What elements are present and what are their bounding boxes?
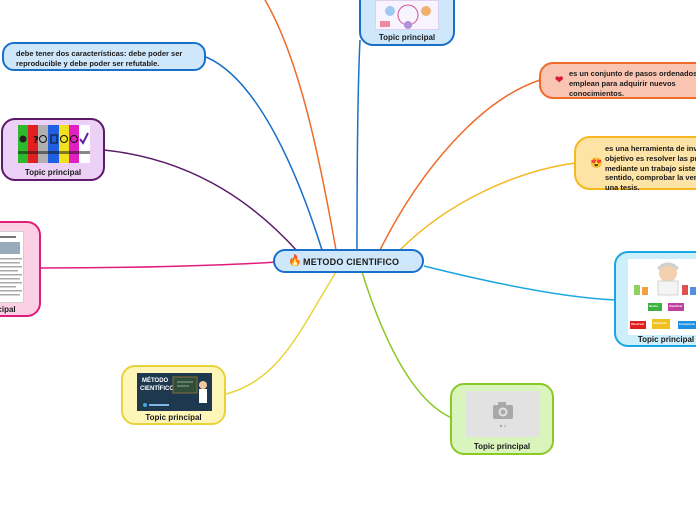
connector-top-orange xyxy=(264,0,337,251)
connector-characteristics xyxy=(205,56,323,251)
fire-hand-emoji: 🔥 xyxy=(288,255,302,267)
connector-steps xyxy=(379,79,541,251)
topic-scientist[interactable]: Hecho Clasificar Observar Hipótesis Comu… xyxy=(614,251,696,347)
scientist-step-3: Observar xyxy=(631,322,645,326)
scientist-step-2: Clasificar xyxy=(669,304,683,308)
board-title-line2: CIENTÍFICO xyxy=(140,386,174,392)
topic-doc-image xyxy=(0,231,24,303)
topic-photo[interactable]: Topic principal xyxy=(450,383,554,455)
heart-icon: ❤ xyxy=(555,75,564,86)
topic-colors-label: Topic principal xyxy=(24,168,82,177)
central-node[interactable]: 🔥 METODO CIENTIFICO xyxy=(273,249,424,273)
central-label: METODO CIENTIFICO xyxy=(303,257,400,267)
topic-doc-label: Topic principal xyxy=(0,305,16,314)
board-title-line1: MÉTODO xyxy=(142,378,169,384)
topic-board-image: MÉTODO CIENTÍFICO xyxy=(137,373,212,411)
camera-placeholder-icon xyxy=(493,402,513,428)
scientist-steps-icon xyxy=(630,262,696,329)
cycle-diagram-icon xyxy=(380,4,431,29)
chalkboard-scientist-icon xyxy=(143,376,207,407)
connector-scientist xyxy=(423,265,619,301)
color-bars-icon: ? xyxy=(18,125,90,163)
definition-steps-node[interactable]: ❤ es un conjunto de pasos ordenados que … xyxy=(539,62,696,99)
topic-board[interactable]: MÉTODO CIENTÍFICO Topic principal xyxy=(121,365,226,425)
topic-photo-image xyxy=(466,391,540,437)
topic-doc[interactable]: Topic principal xyxy=(0,221,41,317)
scientist-step-4: Hipótesis xyxy=(653,321,667,325)
topic-top[interactable]: Topic principal xyxy=(359,0,455,46)
connector-top-blue xyxy=(356,39,361,251)
connector-doc xyxy=(39,261,277,269)
topic-colors-image: ? xyxy=(18,125,90,163)
topic-top-label: Topic principal xyxy=(378,33,436,42)
connector-colors xyxy=(103,149,299,253)
connector-board xyxy=(225,271,337,395)
characteristics-node[interactable]: debe tener dos características: debe pod… xyxy=(2,42,206,71)
topic-colors[interactable]: ? Topic principal xyxy=(1,118,105,181)
document-icon xyxy=(0,236,22,296)
topic-photo-label: Topic principal xyxy=(473,442,531,451)
characteristics-text: debe tener dos características: debe pod… xyxy=(16,49,183,68)
topic-scientist-label: Topic principal xyxy=(637,335,695,344)
connector-photo xyxy=(361,271,453,419)
heart-eyes-emoji: 😍 xyxy=(590,158,603,169)
topic-board-label: Topic principal xyxy=(145,413,202,422)
connector-tool xyxy=(399,162,577,251)
definition-steps-text: es un conjunto de pasos ordenados que se… xyxy=(569,69,696,98)
definition-tool-text: es una herramienta de investigación cuyo… xyxy=(605,144,696,192)
topic-top-image xyxy=(375,0,439,30)
definition-tool-node[interactable]: 😍 es una herramienta de investigación cu… xyxy=(574,136,696,192)
scientist-step-5: Comunicar xyxy=(679,322,695,326)
topic-scientist-image: Hecho Clasificar Observar Hipótesis Comu… xyxy=(628,259,696,335)
svg-text:?: ? xyxy=(33,135,39,146)
scientist-step-1: Hecho xyxy=(649,304,659,308)
